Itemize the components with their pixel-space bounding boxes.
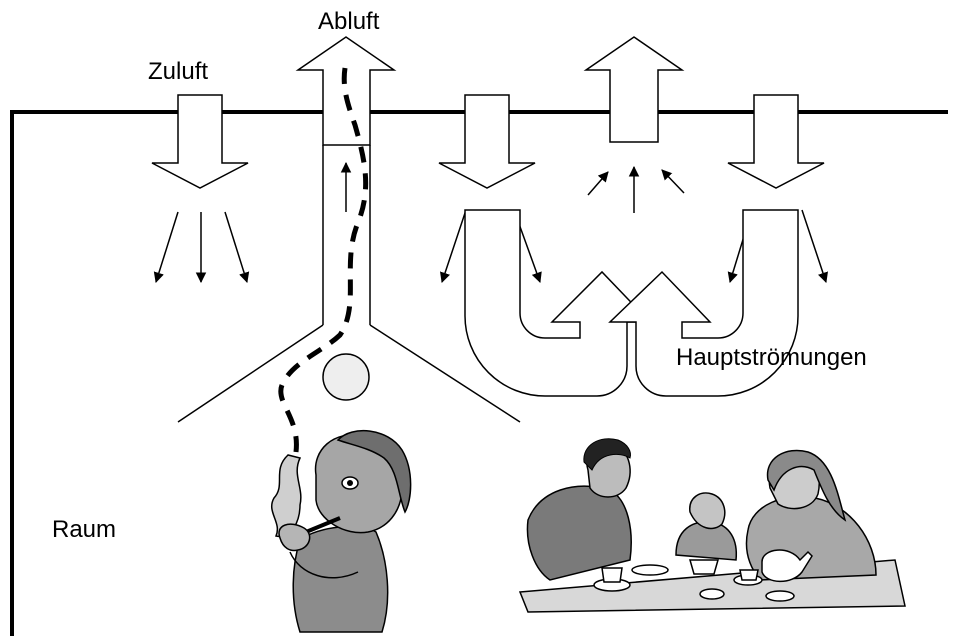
father-hair [583,438,631,471]
label-hauptstroemungen: Hauptströmungen [676,344,867,371]
family-at-table-illustration [518,438,906,613]
tableware [593,549,813,602]
mother-hair [766,449,847,522]
main-flow-arrow-left [464,209,652,397]
pipe [305,516,341,534]
smoke-trail [278,67,369,453]
father-body [526,485,632,581]
supply-spread-arrows-1 [153,211,250,284]
smoker-hand [278,523,311,552]
exhaust-air-arrow-2 [583,36,685,143]
main-flow-arrow-right [608,209,799,397]
child-head [689,492,726,530]
smoker-hair [336,429,412,514]
label-zuluft: Zuluft [148,58,209,85]
smoker-arm [289,551,359,579]
smoke-cloud [271,454,302,538]
exhaust-hood [177,145,521,423]
supply-air-arrow-3 [727,94,825,189]
smoker-illustration [271,429,412,633]
label-raum: Raum [52,516,117,543]
label-abluft: Abluft [318,8,380,35]
exhaust-air-arrow-1 [295,36,397,146]
smoke-particle [322,353,370,401]
supply-air-arrow-2 [438,94,536,189]
supply-air-arrow-1 [151,94,249,189]
exhaust-converge-arrows [587,165,685,213]
